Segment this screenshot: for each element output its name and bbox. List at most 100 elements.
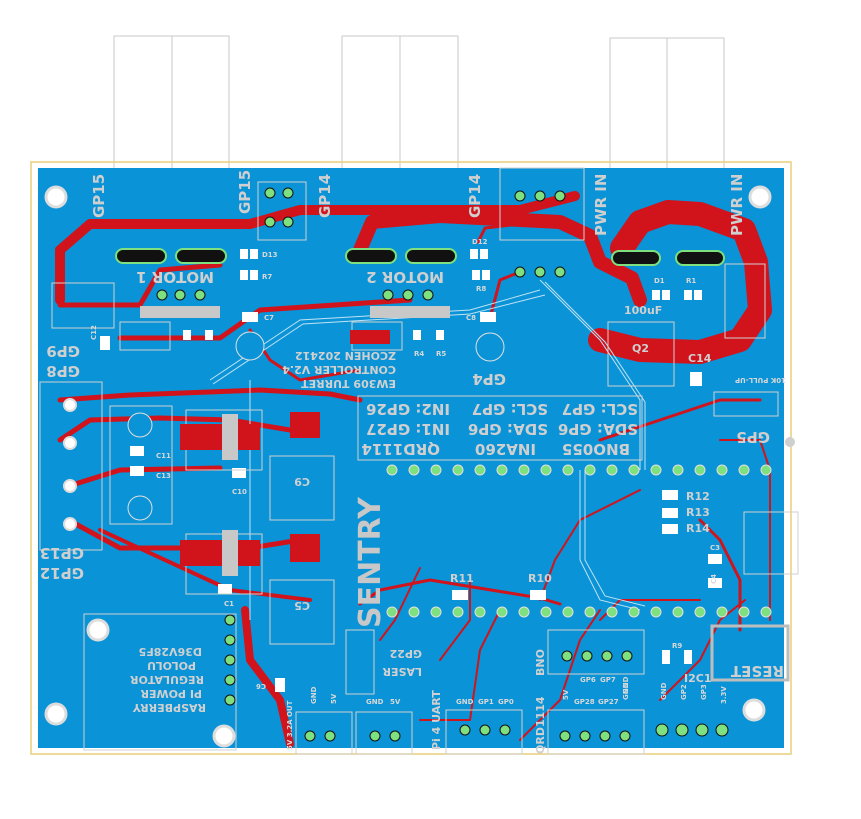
pin-qrd-5v: 5V bbox=[562, 689, 570, 700]
label-board-line2: CONTROLLER V2.4 bbox=[282, 363, 396, 376]
pin-bno-gp6: GP6 bbox=[580, 676, 596, 684]
pin-qrd-gnd: GND bbox=[622, 682, 630, 700]
pin-power-gnd: GND bbox=[310, 686, 318, 704]
pin-table-col3-row3: BNO055 bbox=[562, 440, 630, 458]
transistors bbox=[127, 331, 505, 521]
label-gp13: GP13 bbox=[40, 544, 84, 562]
des-c12: C12 bbox=[90, 325, 98, 340]
terminal-holes bbox=[63, 398, 77, 531]
pin-laser-5v: 5V bbox=[390, 698, 401, 706]
label-motor1: MOTOR 1 bbox=[136, 268, 214, 286]
label-gp4: GP4 bbox=[472, 370, 506, 388]
pin-bno-gp7: GP7 bbox=[600, 676, 616, 684]
des-r8: R8 bbox=[476, 285, 486, 293]
label-bno: BNO bbox=[534, 649, 547, 676]
des-r10: R10 bbox=[528, 572, 552, 585]
small-pads bbox=[156, 187, 729, 742]
des-r11: R11 bbox=[450, 572, 474, 585]
reg-line4: POLOLU bbox=[147, 659, 196, 672]
des-d1: D1 bbox=[654, 277, 665, 285]
motor-pads bbox=[115, 248, 725, 266]
label-gp9: GP9 bbox=[46, 342, 80, 360]
pin-bno-gnd: GND bbox=[622, 676, 630, 694]
pin-table-col1-row2: IN1: GP27 bbox=[366, 420, 450, 438]
pin-i2c-gp2: GP2 bbox=[680, 684, 688, 700]
component-outlines bbox=[39, 167, 799, 755]
label-gp12: GP12 bbox=[40, 564, 84, 582]
label-pull-up: 10K PULL-UP bbox=[735, 376, 786, 384]
pin-table-col2-row1: SCL: GP7 bbox=[472, 400, 548, 418]
reg-line2: PI POWER bbox=[140, 687, 202, 700]
des-c14: C14 bbox=[688, 352, 712, 365]
des-c11: C11 bbox=[156, 452, 171, 460]
label-gp15-left: GP15 bbox=[90, 174, 108, 218]
pin-i2c-gp3: GP3 bbox=[700, 684, 708, 700]
des-r4: R4 bbox=[414, 350, 424, 358]
des-r13: R13 bbox=[686, 506, 710, 519]
des-d12: D12 bbox=[472, 238, 488, 246]
des-r7: R7 bbox=[262, 273, 272, 281]
driver-packages bbox=[140, 306, 450, 576]
reg-line1: RASPBERRY bbox=[132, 701, 206, 714]
pin-table-col3-row2: SDA: GP6 bbox=[558, 420, 638, 438]
des-c5: C5 bbox=[294, 599, 310, 612]
pico-header-bottom bbox=[386, 606, 772, 618]
pin-uart-gp1: GP1 bbox=[478, 698, 494, 706]
pin-table-col3-row1: SCL: GP7 bbox=[562, 400, 638, 418]
des-i2c1: I2C1 bbox=[684, 672, 711, 685]
pin-qrd-gp28: GP28 bbox=[574, 698, 595, 706]
label-motor2: MOTOR 2 bbox=[366, 268, 444, 286]
smd-parts bbox=[100, 249, 722, 692]
label-gp15-mid: GP15 bbox=[236, 170, 254, 214]
des-c9: C9 bbox=[294, 475, 310, 488]
copper-pour bbox=[38, 168, 784, 748]
label-100uf: 100uF bbox=[624, 304, 662, 317]
des-d13: D13 bbox=[262, 251, 278, 259]
pin-table-col1-row1: IN2: GP26 bbox=[366, 400, 450, 418]
pin-table-col2-row3: INA260 bbox=[475, 440, 536, 458]
reg-line3: REGULATOR bbox=[130, 673, 204, 686]
des-c13: C13 bbox=[156, 472, 171, 480]
des-r9: R9 bbox=[672, 642, 682, 650]
des-c10: C10 bbox=[232, 488, 247, 496]
mounting-holes bbox=[44, 185, 772, 748]
label-gp14-right: GP14 bbox=[466, 174, 484, 218]
des-r12: R12 bbox=[686, 490, 710, 503]
pin-qrd-gp27: GP27 bbox=[598, 698, 619, 706]
pin-i2c-gnd: GND bbox=[660, 682, 668, 700]
label-gp14-left: GP14 bbox=[316, 174, 334, 218]
pin-uart-gp0: GP0 bbox=[498, 698, 514, 706]
pin-table-col1-row3: QRD1114 bbox=[361, 440, 440, 458]
label-gp8: GP8 bbox=[46, 362, 80, 380]
test-point bbox=[785, 437, 795, 447]
des-q2: Q2 bbox=[632, 342, 649, 355]
des-c1: C1 bbox=[224, 600, 234, 608]
label-qrd1114-bottom: QRD1114 bbox=[534, 696, 547, 754]
pin-table-col2-row2: SDA: GP6 bbox=[468, 420, 548, 438]
des-c8: C8 bbox=[466, 314, 476, 322]
label-pi4-uart: Pi 4 UART bbox=[430, 690, 443, 750]
des-c3: C3 bbox=[710, 544, 720, 552]
label-laser: LASER bbox=[382, 665, 422, 678]
label-gp22: GP22 bbox=[390, 647, 422, 660]
label-board-line1: ZCOHEN 202412 bbox=[295, 349, 396, 362]
des-c4: C4 bbox=[710, 574, 718, 584]
des-c7: C7 bbox=[264, 314, 274, 322]
label-pwr-in-left: PWR IN bbox=[592, 174, 610, 236]
pin-uart-gnd: GND bbox=[456, 698, 474, 706]
label-reset: RESET bbox=[730, 662, 784, 680]
des-r14: R14 bbox=[686, 522, 710, 535]
pin-power-out: 5V 3.2A OUT bbox=[286, 700, 294, 750]
label-gp5: GP5 bbox=[736, 428, 770, 446]
reg-line5: D36V28F5 bbox=[139, 645, 202, 658]
des-r5: R5 bbox=[436, 350, 446, 358]
label-sentry: SENTRY bbox=[353, 496, 388, 628]
pin-laser-gnd: GND bbox=[366, 698, 384, 706]
pin-power-5v: 5V bbox=[330, 693, 338, 704]
pin-i2c-3v3: 3.3V bbox=[720, 686, 728, 704]
pico-header-top bbox=[386, 464, 772, 476]
des-r1: R1 bbox=[686, 277, 696, 285]
label-board-line3: EW309 TURRET bbox=[301, 377, 396, 390]
label-pwr-in-right: PWR IN bbox=[728, 174, 746, 236]
